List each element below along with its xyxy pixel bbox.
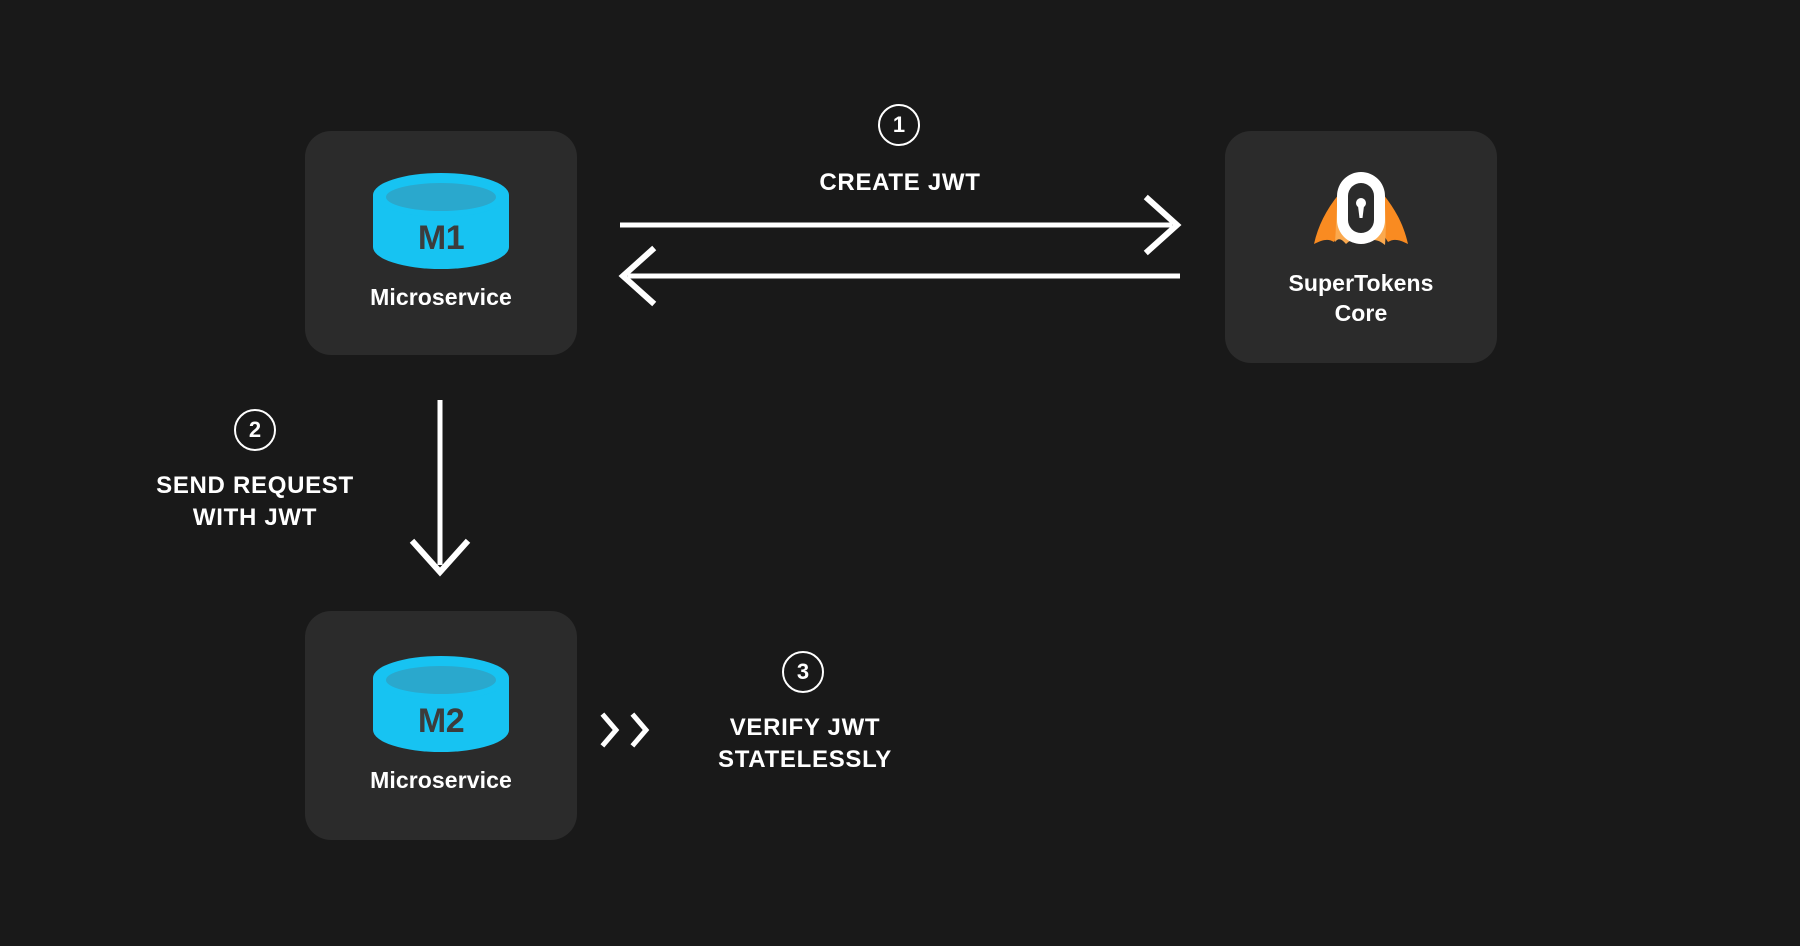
node-supertokens-core-label-line1: SuperTokens — [1288, 270, 1434, 297]
step-badge-1-number: 1 — [892, 111, 906, 137]
step-badge-2-number: 2 — [248, 416, 262, 442]
database-cylinder-icon: M2 — [369, 655, 513, 752]
supertokens-logo-icon — [1306, 166, 1416, 258]
node-m1-label: Microservice — [370, 284, 512, 311]
step-badge-1: 1 — [878, 104, 920, 146]
step-badge-2: 2 — [234, 409, 276, 451]
node-supertokens-core[interactable]: SuperTokens Core — [1225, 131, 1497, 363]
step-caption-1: CREATE JWT — [819, 169, 981, 196]
step-caption-2: SEND REQUEST WITH JWT — [156, 472, 354, 531]
step-badge-3: 3 — [782, 651, 824, 693]
node-m1-microservice[interactable]: M1 Microservice — [305, 131, 577, 355]
chevron-right-icon — [630, 712, 650, 748]
node-supertokens-core-label: SuperTokens Core — [1288, 269, 1433, 328]
step-badge-3-number: 3 — [796, 658, 810, 684]
arrow-create-jwt-forward — [620, 194, 1182, 256]
arrow-create-jwt-return — [618, 245, 1180, 307]
node-supertokens-core-label-line2: Core — [1334, 299, 1388, 326]
node-m2-label: Microservice — [370, 766, 512, 793]
double-chevron-right-icon — [600, 712, 650, 748]
database-cylinder-icon: M1 — [369, 173, 513, 270]
node-m2-microservice[interactable]: M2 Microservice — [305, 611, 577, 840]
chevron-right-icon — [600, 712, 620, 748]
step-caption-3: VERIFY JWT STATELESSLY — [718, 714, 892, 773]
